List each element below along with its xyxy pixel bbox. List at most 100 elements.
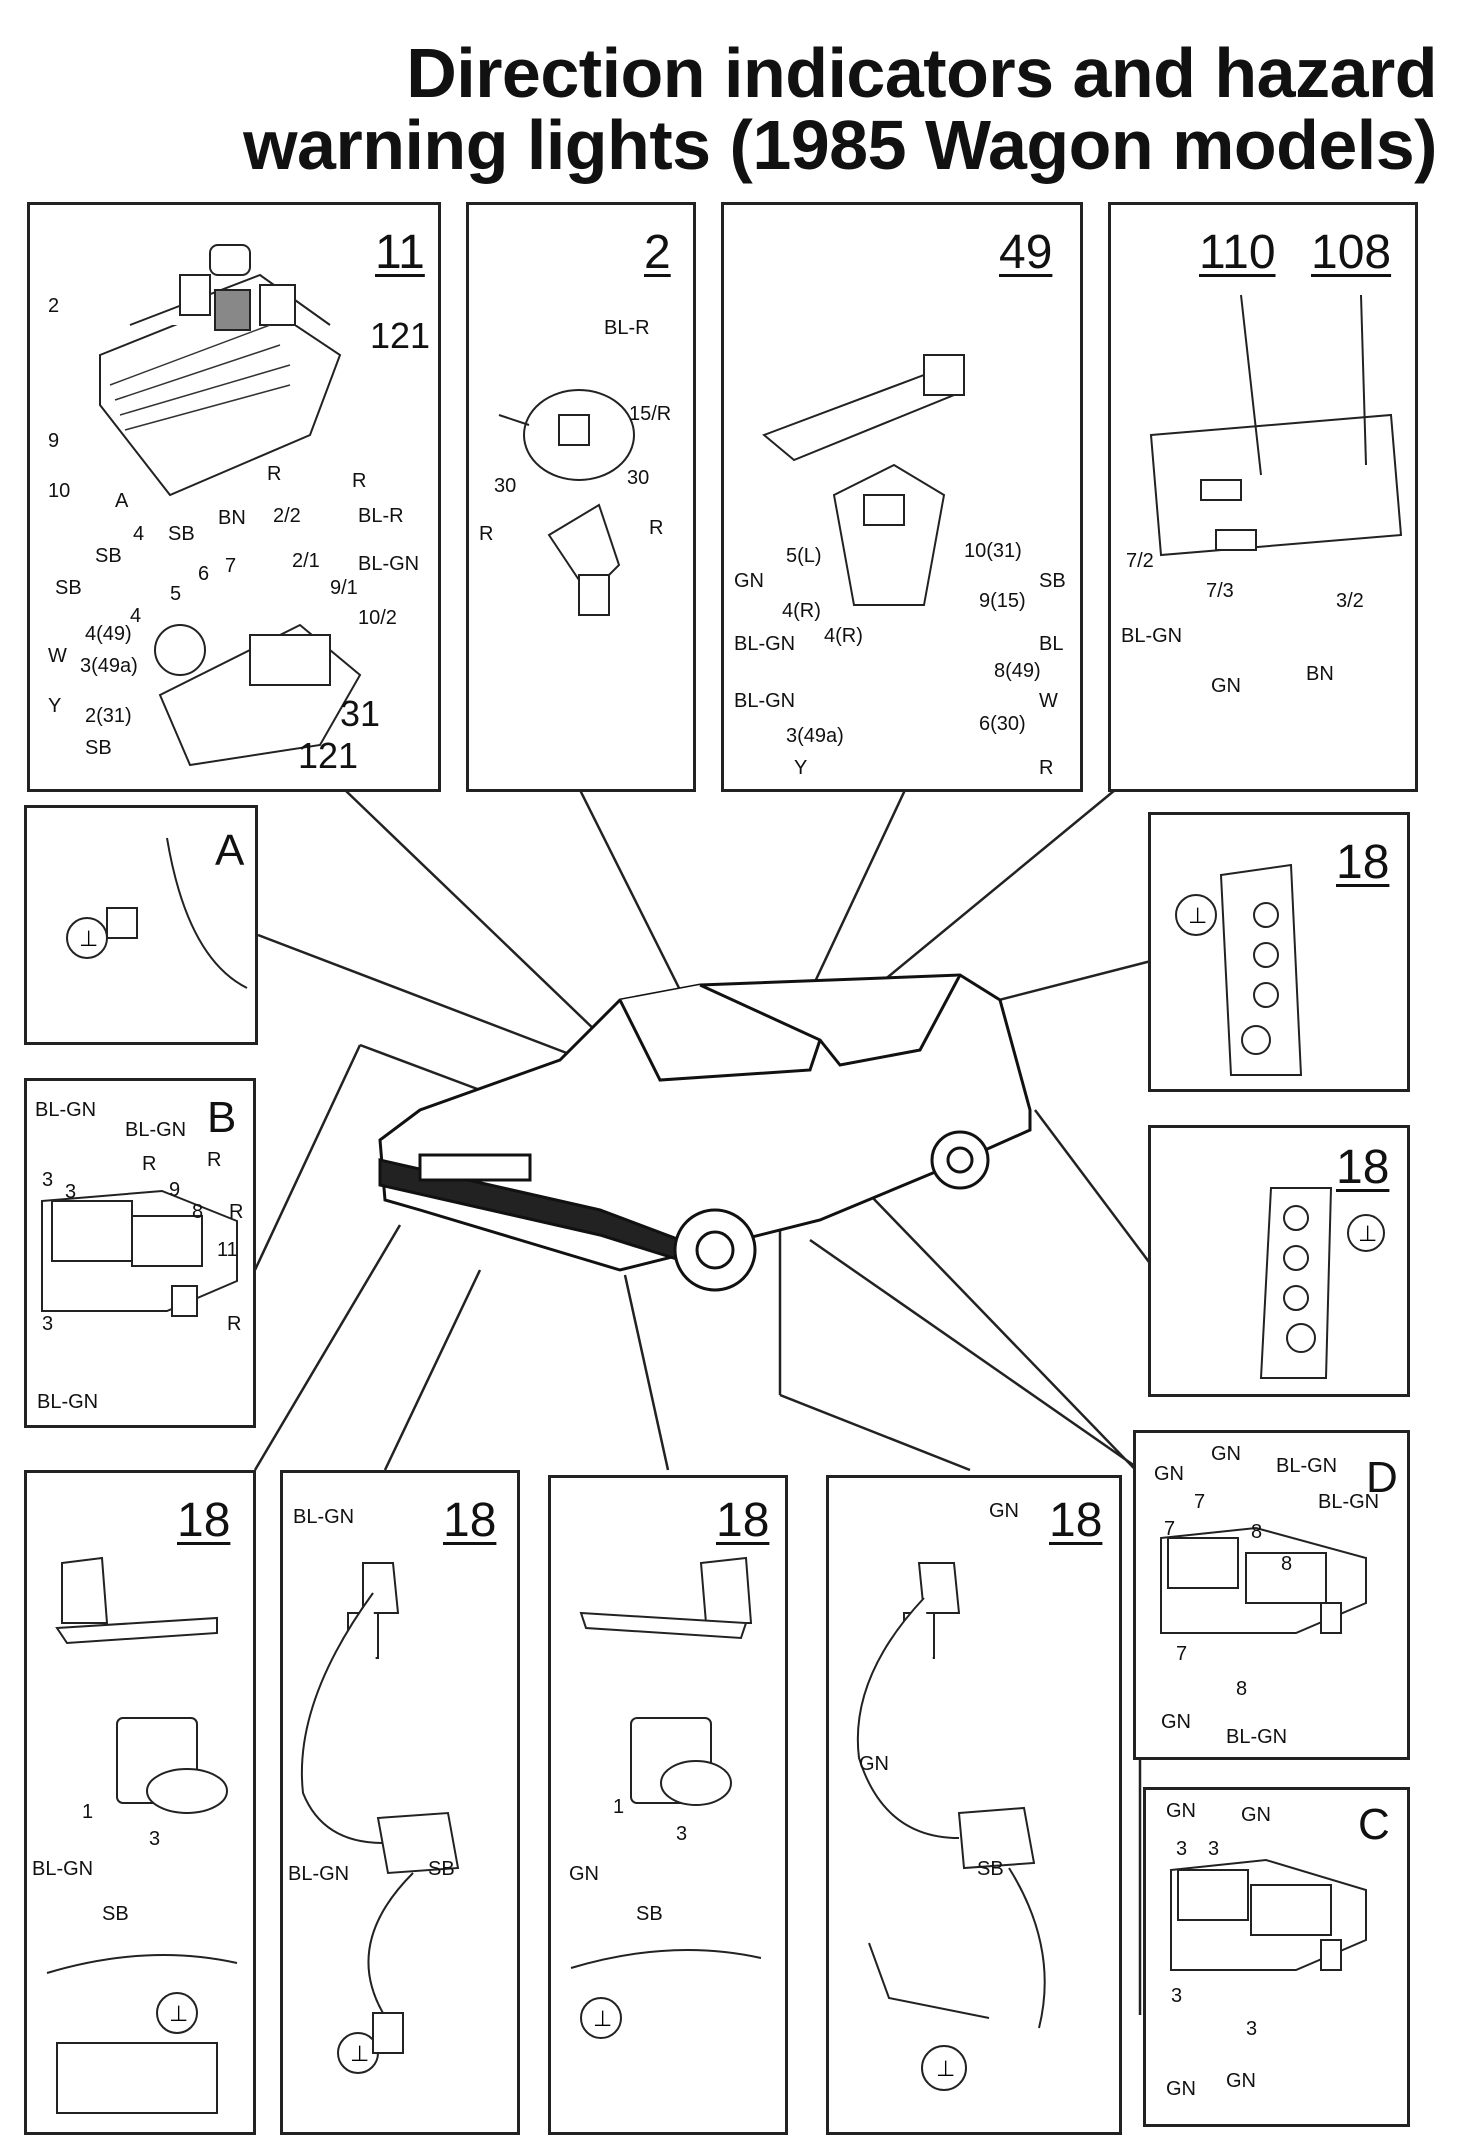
panel-side-repeater-right: 18 ⊥ GN GN SB: [826, 1475, 1122, 2135]
label: 3: [1246, 2018, 1258, 2040]
label: GN: [1161, 1711, 1191, 1733]
label: 7: [1164, 1518, 1176, 1540]
label: 3: [42, 1169, 54, 1191]
svg-text:⊥: ⊥: [936, 2056, 955, 2081]
title-line-2: warning lights (1985 Wagon models): [243, 106, 1437, 184]
label: 2/1: [292, 550, 320, 572]
label: A: [115, 490, 129, 512]
label: BL-GN: [358, 553, 420, 575]
label: 2/2: [273, 505, 301, 527]
front-indicator-right-drawing: ⊥: [570, 1556, 762, 2039]
label: W: [48, 645, 67, 667]
component-number: 108: [1311, 226, 1392, 279]
component-number: 18: [177, 1494, 231, 1547]
component-number: 18: [716, 1494, 770, 1547]
panel-connector-b: B BL-GN BL-GN 3 3 R R 9 8 R 11 3 R BL-GN: [24, 1078, 256, 1428]
label: GN: [569, 1863, 599, 1885]
label: SB: [95, 545, 122, 567]
ignition-switch-drawing: [498, 389, 635, 616]
component-number: 11: [375, 226, 425, 279]
label: GN: [1166, 1800, 1196, 1822]
label: 3/2: [1336, 590, 1364, 612]
label: SB: [977, 1858, 1004, 1880]
label: 3: [65, 1181, 77, 1203]
panel-rear-light-right: 18 ⊥: [1148, 1125, 1410, 1397]
panel-letter: A: [215, 826, 245, 875]
label: 9/1: [330, 577, 358, 599]
svg-text:⊥: ⊥: [1188, 903, 1207, 928]
label: SB: [636, 1903, 663, 1925]
connector-c-drawing: [1170, 1858, 1367, 1971]
label: 9: [169, 1179, 181, 1201]
label: BL-R: [358, 505, 404, 527]
panel-front-indicator-left: 18 ⊥ 1 3 BL-GN SB: [24, 1470, 256, 2135]
label: 4: [130, 605, 142, 627]
label: GN: [989, 1500, 1019, 1522]
panel-front-indicator-right: 18 ⊥ 1 3 GN SB: [548, 1475, 788, 2135]
panel-hazard-switch-and-relay: 110 108 7/2 7/3 3/2 BL-GN GN BN: [1108, 202, 1418, 792]
svg-text:⊥: ⊥: [1358, 1221, 1377, 1246]
label: GN: [1226, 2070, 1256, 2092]
label: 8: [1281, 1553, 1293, 1575]
label: GN: [1241, 1804, 1271, 1826]
label: 8: [1236, 1678, 1248, 1700]
panel-ground-a: A ⊥: [24, 805, 258, 1045]
label: 3: [1171, 1985, 1183, 2007]
label: 8: [1251, 1521, 1263, 1543]
label: 3: [1208, 1838, 1220, 1860]
label: BL-GN: [37, 1391, 99, 1413]
label: 8(49): [994, 660, 1041, 682]
label: BL-GN: [734, 633, 796, 655]
panel-rear-light-left: 18 ⊥: [1148, 812, 1410, 1092]
label: 11: [217, 1239, 238, 1261]
label: BL-GN: [293, 1506, 355, 1528]
label: GN: [859, 1753, 889, 1775]
label: GN: [1166, 2078, 1196, 2100]
label: SB: [1039, 570, 1066, 592]
label: BL-GN: [1226, 1726, 1288, 1748]
panel-letter: B: [207, 1093, 237, 1142]
component-number: 18: [1336, 1141, 1390, 1194]
component-number: 18: [443, 1494, 497, 1547]
label: 9(15): [979, 590, 1026, 612]
panel-turn-signal-switch: 49 5(L) 10(31) GN SB 4(R) 9(15) BL-GN 4(…: [721, 202, 1083, 792]
label: 10/2: [358, 607, 397, 629]
label: 30: [627, 467, 650, 489]
label: W: [1039, 690, 1058, 712]
label: 6: [198, 563, 210, 585]
label: R: [229, 1201, 244, 1223]
label: 7: [1194, 1491, 1206, 1513]
label: SB: [55, 577, 82, 599]
title-line-1: Direction indicators and hazard: [406, 34, 1437, 112]
label: 31: [340, 693, 381, 734]
label: R: [227, 1313, 242, 1335]
label: R: [207, 1149, 222, 1171]
svg-text:⊥: ⊥: [593, 2006, 612, 2031]
label: GN: [1211, 1443, 1241, 1465]
label: 5: [170, 583, 182, 605]
rear-light-right-drawing: ⊥: [1259, 1187, 1385, 1379]
label: BN: [1306, 663, 1334, 685]
label: 7/3: [1206, 580, 1234, 602]
label: 9: [48, 430, 60, 452]
label: 7: [1176, 1643, 1188, 1665]
side-repeater-left-drawing: ⊥: [300, 1562, 460, 2074]
label: R: [352, 470, 367, 492]
fuse-box-drawing: [99, 244, 362, 767]
label: 7/2: [1126, 550, 1154, 572]
label: 30: [494, 475, 517, 497]
label: BL-GN: [1121, 625, 1183, 647]
label: BL-GN: [1276, 1455, 1338, 1477]
label: 3: [149, 1828, 161, 1850]
label: BL-GN: [1318, 1491, 1380, 1513]
component-number: 110: [1199, 226, 1276, 279]
side-repeater-right-drawing: ⊥: [856, 1562, 1046, 2091]
label: R: [267, 463, 282, 485]
label: R: [142, 1153, 157, 1175]
label: 121: [370, 315, 431, 356]
label: BL-GN: [734, 690, 796, 712]
svg-text:⊥: ⊥: [79, 926, 98, 951]
label: 8: [192, 1201, 204, 1223]
panel-fuse-relay-box: 11 2 121 9 10 A 4 SB R BN 2/2 R BL-R SB …: [27, 202, 441, 792]
label: R: [1039, 757, 1054, 779]
